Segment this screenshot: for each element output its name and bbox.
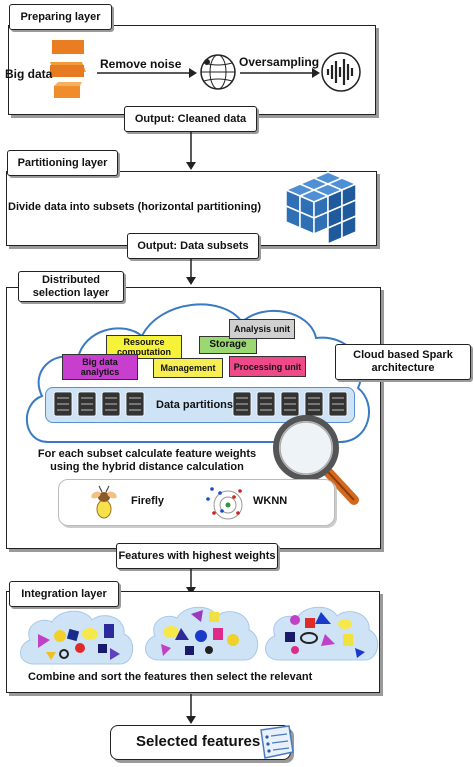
arrow-cleaned-to-partitioning [186,132,196,170]
arrow-to-globe [97,68,197,78]
preparing-layer-title: Preparing layer [9,4,112,30]
output-data-subsets: Output: Data subsets [127,233,259,259]
oversampling-icon [321,52,361,92]
wknn-label: WKNN [253,495,288,507]
data-cube-icon [284,171,358,246]
checklist-icon [260,725,294,759]
big-data-stack-icon [50,40,86,98]
arrow-subsets-to-distributed [186,259,196,285]
processing-unit-tag: Processing unit [229,356,306,377]
feature-cloud-3 [265,606,379,661]
server-icons-right [232,391,348,417]
output-cleaned-data: Output: Cleaned data [124,106,257,132]
firefly-icon [91,485,117,519]
analysis-unit-tag: Analysis unit [229,319,295,339]
cloud-spark-text: Cloud based Spark architecture [353,349,453,374]
feature-weights-text: For each subset calculate feature weight… [28,448,266,474]
cloud-spark-label: Cloud based Spark architecture [335,344,471,380]
feature-weights-content: For each subset calculate feature weight… [37,448,257,473]
big-data-analytics-text: Big data analytics [80,357,120,377]
storage-tag: Storage [199,336,257,354]
feature-cloud-1 [20,610,134,665]
spark-cloud [26,303,370,443]
combine-sort-text: Combine and sort the features then selec… [28,671,313,683]
arrow-to-oversampling [240,68,320,78]
server-icons-left [53,391,145,417]
big-data-analytics-tag: Big data analytics [62,354,138,380]
management-text: Management [160,363,216,373]
globe-icon [200,54,236,90]
partitioning-layer-title: Partitioning layer [7,150,118,176]
firefly-label: Firefly [131,495,165,507]
magnifier-icon [273,415,359,505]
distributed-layer-title: Distributed selection layer [18,271,124,302]
feature-cloud-2 [145,606,259,661]
divide-data-text: Divide data into subsets (horizontal par… [8,201,262,213]
distributed-layer-title-text: Distributed selection layer [32,273,110,299]
remove-noise-label: Remove noise [100,57,182,71]
storage-text: Storage [209,339,247,350]
arrow-to-selected-features [186,694,196,724]
big-data-label: Big data [5,67,53,81]
integration-layer-title: Integration layer [9,581,119,607]
oversampling-label: Oversampling [239,55,320,69]
data-partitions-label: Data partitions [156,399,234,411]
features-highest-weights: Features with highest weights [116,543,278,569]
wknn-icon [206,487,243,520]
management-tag: Management [153,358,223,378]
analysis-unit-text: Analysis unit [233,324,290,334]
processing-unit-text: Processing unit [233,361,302,372]
selected-features-label: Selected features [136,733,261,750]
resource-computation-text: Resource computation [117,337,171,357]
